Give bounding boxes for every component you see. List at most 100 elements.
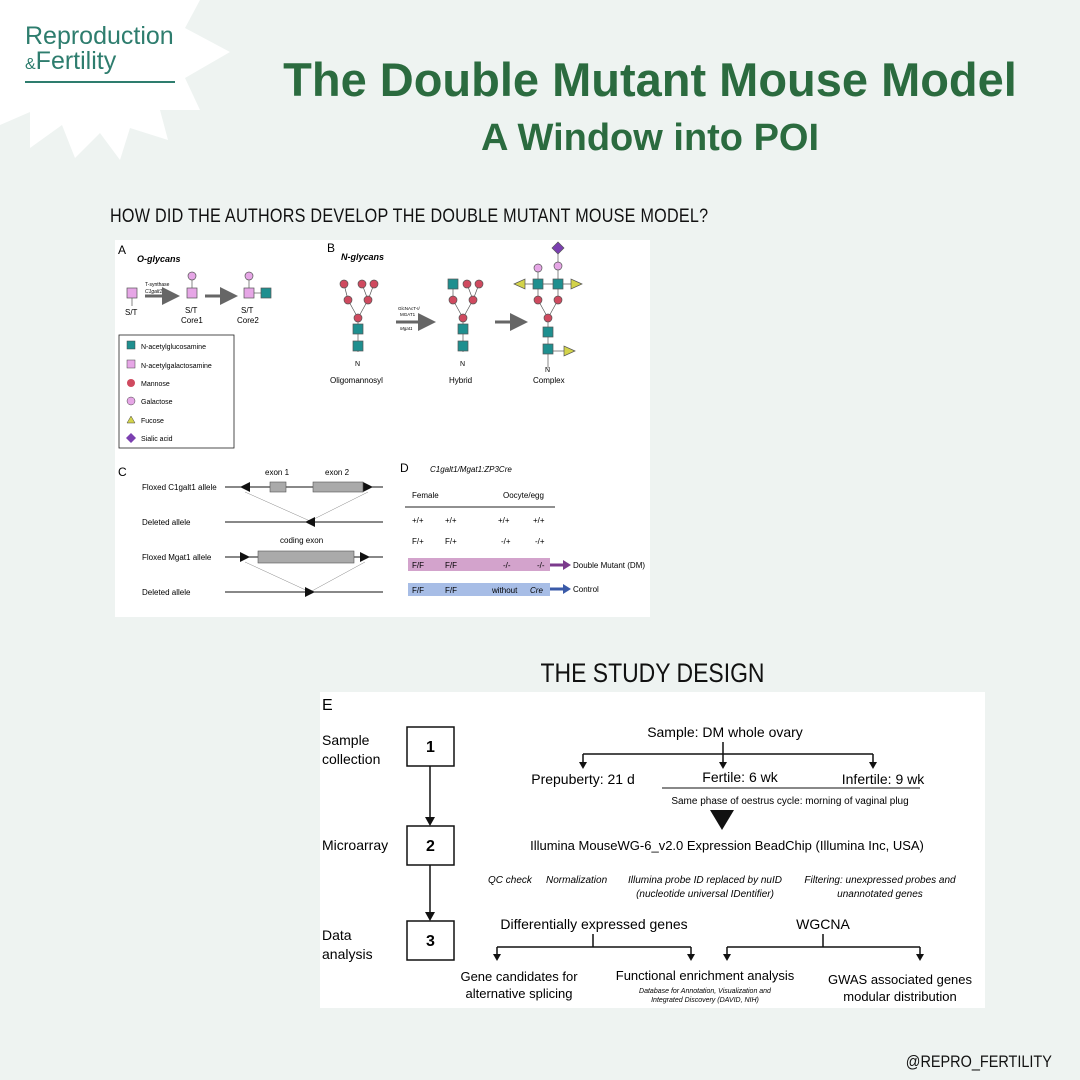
step1-label2: collection	[322, 751, 380, 767]
d-r3c3: Cre	[530, 586, 543, 595]
out-david1: Database for Annotation, Visualization a…	[639, 988, 772, 995]
loxp-mgat1-right	[360, 552, 370, 562]
c-cross4	[309, 561, 366, 593]
branch-left-head	[579, 762, 587, 769]
panel-b-heading: N-glycans	[341, 252, 384, 262]
d-r2c2: -/-	[503, 561, 511, 570]
study-design-svg: E Sample collection 1 Microarray 2 Data …	[322, 697, 973, 1004]
d-r0c0: +/+	[412, 516, 424, 525]
legend-sialic-icon	[126, 433, 136, 443]
out-gwas1: GWAS associated genes	[828, 972, 973, 987]
panel-d-letter: D	[400, 461, 409, 475]
d-r1c2: -/+	[501, 537, 511, 546]
step2-number: 2	[426, 838, 435, 855]
social-handle: @REPRO_FERTILITY	[905, 1052, 1052, 1071]
d-r3c1: F/F	[445, 586, 457, 595]
hybrid-glycan	[447, 278, 484, 352]
d-r3c2: without	[491, 586, 518, 595]
out-gwas2: modular distribution	[843, 989, 956, 1004]
filter-line1: Filtering: unexpressed probes and	[804, 875, 956, 886]
age-infertile: Infertile: 9 wk	[842, 771, 925, 787]
d-dm-label: Double Mutant (DM)	[573, 561, 645, 570]
figure-glycans-model: A O-glycans S/T T-synthase C1galt1 S/T C…	[115, 240, 650, 617]
starburst-decoration	[0, 0, 230, 160]
b-enzyme2: MGAT1	[400, 312, 416, 317]
page-subtitle: A Window into POI	[480, 117, 820, 159]
enzyme-c1galt1: C1galt1	[145, 289, 162, 295]
step1-number: 1	[426, 739, 435, 756]
legend-fucose-icon	[126, 415, 136, 424]
step3-number: 3	[426, 933, 435, 950]
legend-glcnac-icon	[126, 340, 136, 350]
logo-amp: &	[25, 56, 36, 73]
sample-label: Sample: DM whole ovary	[647, 724, 803, 740]
legend-glcnac: N-acetylglucosamine	[141, 344, 206, 351]
c-row-floxed-c1galt1: Floxed C1galt1 allele	[142, 483, 217, 492]
a-label-st1: S/T	[125, 308, 138, 317]
step1-label1: Sample	[322, 732, 370, 748]
d-control-label: Control	[573, 585, 599, 594]
loxp-left	[240, 482, 250, 492]
loxp-mgat1-left	[240, 552, 250, 562]
out-splicing1: Gene candidates for	[460, 969, 578, 984]
filter-line2: unannotated genes	[837, 889, 923, 900]
legend-fucose: Fucose	[141, 418, 164, 425]
step3-label2: analysis	[322, 946, 373, 962]
c-exon1: exon 1	[265, 468, 290, 477]
loxp-deleted2	[305, 587, 315, 597]
age-prepuberty: Prepuberty: 21 d	[531, 771, 635, 787]
d-r3c0: F/F	[412, 586, 424, 595]
loxp-deleted1	[305, 517, 315, 527]
coding-exon-box	[257, 550, 355, 564]
wgcna-label: WGCNA	[796, 916, 850, 932]
c-row-deleted2: Deleted allele	[142, 588, 191, 597]
d-r2c1: F/F	[445, 561, 457, 570]
galactose-circle2	[244, 271, 254, 281]
legend-galnac-icon	[126, 359, 136, 369]
c-cross2	[309, 491, 369, 522]
deg-label: Differentially expressed genes	[500, 916, 687, 932]
legend-mannose: Mannose	[141, 381, 170, 388]
logo-line2: Fertility	[35, 47, 117, 75]
stage-oligomannosyl: Oligomannosyl	[330, 376, 383, 385]
c-cross3	[244, 561, 311, 593]
legend-galactose-icon	[126, 396, 136, 406]
d-r2c0: F/F	[412, 561, 424, 570]
legend-sialic: Sialic acid	[141, 436, 173, 443]
logo-line1: Reproduction	[25, 22, 174, 50]
phase-note: Same phase of oestrus cycle: morning of …	[671, 796, 908, 807]
legend-galactose: Galactose	[141, 399, 173, 406]
exon2-box	[312, 481, 364, 493]
out-david2: Integrated Discovery (DAVID, NIH)	[651, 997, 759, 1004]
legend-galnac: N-acetylgalactosamine	[141, 363, 212, 370]
branch-right-head	[869, 762, 877, 769]
d-col-oocyte: Oocyte/egg	[503, 491, 544, 500]
a-label-st3: S/T	[241, 306, 254, 315]
enzyme-t-synthase: T-synthase	[145, 282, 170, 288]
panel-c-letter: C	[118, 465, 127, 479]
step3-box	[406, 920, 455, 961]
probe-line1: Illumina probe ID replaced by nuID	[628, 875, 782, 886]
d-r1c1: F/+	[445, 537, 457, 546]
exon1-box	[269, 481, 287, 493]
chip-label: Illumina MouseWG-6_v2.0 Expression BeadC…	[530, 838, 924, 853]
step3-label1: Data	[322, 927, 352, 943]
galnac-square2	[186, 287, 198, 299]
d-control-highlight	[408, 583, 550, 596]
deg-left-head	[493, 954, 501, 961]
c-row-floxed-mgat1: Floxed Mgat1 allele	[142, 553, 212, 562]
panel-e-letter: E	[322, 697, 333, 714]
a-label-st2: S/T	[185, 306, 198, 315]
control-arrow-head	[563, 584, 571, 594]
journal-logo: Reproduction &Fertility	[25, 24, 175, 83]
branch-mid-head	[719, 762, 727, 769]
out-splicing2: alternative splicing	[466, 986, 573, 1001]
d-r0c3: +/+	[533, 516, 545, 525]
qc-label: QC check	[488, 875, 533, 886]
c-exon2: exon 2	[325, 468, 350, 477]
logo-underline	[25, 81, 175, 83]
oligomannosyl-glycan	[339, 279, 379, 352]
loxp-right	[363, 482, 373, 492]
d-heading: C1galt1/Mgat1:ZP3Cre	[430, 465, 512, 474]
section-question: HOW DID THE AUTHORS DEVELOP THE DOUBLE M…	[110, 206, 709, 227]
